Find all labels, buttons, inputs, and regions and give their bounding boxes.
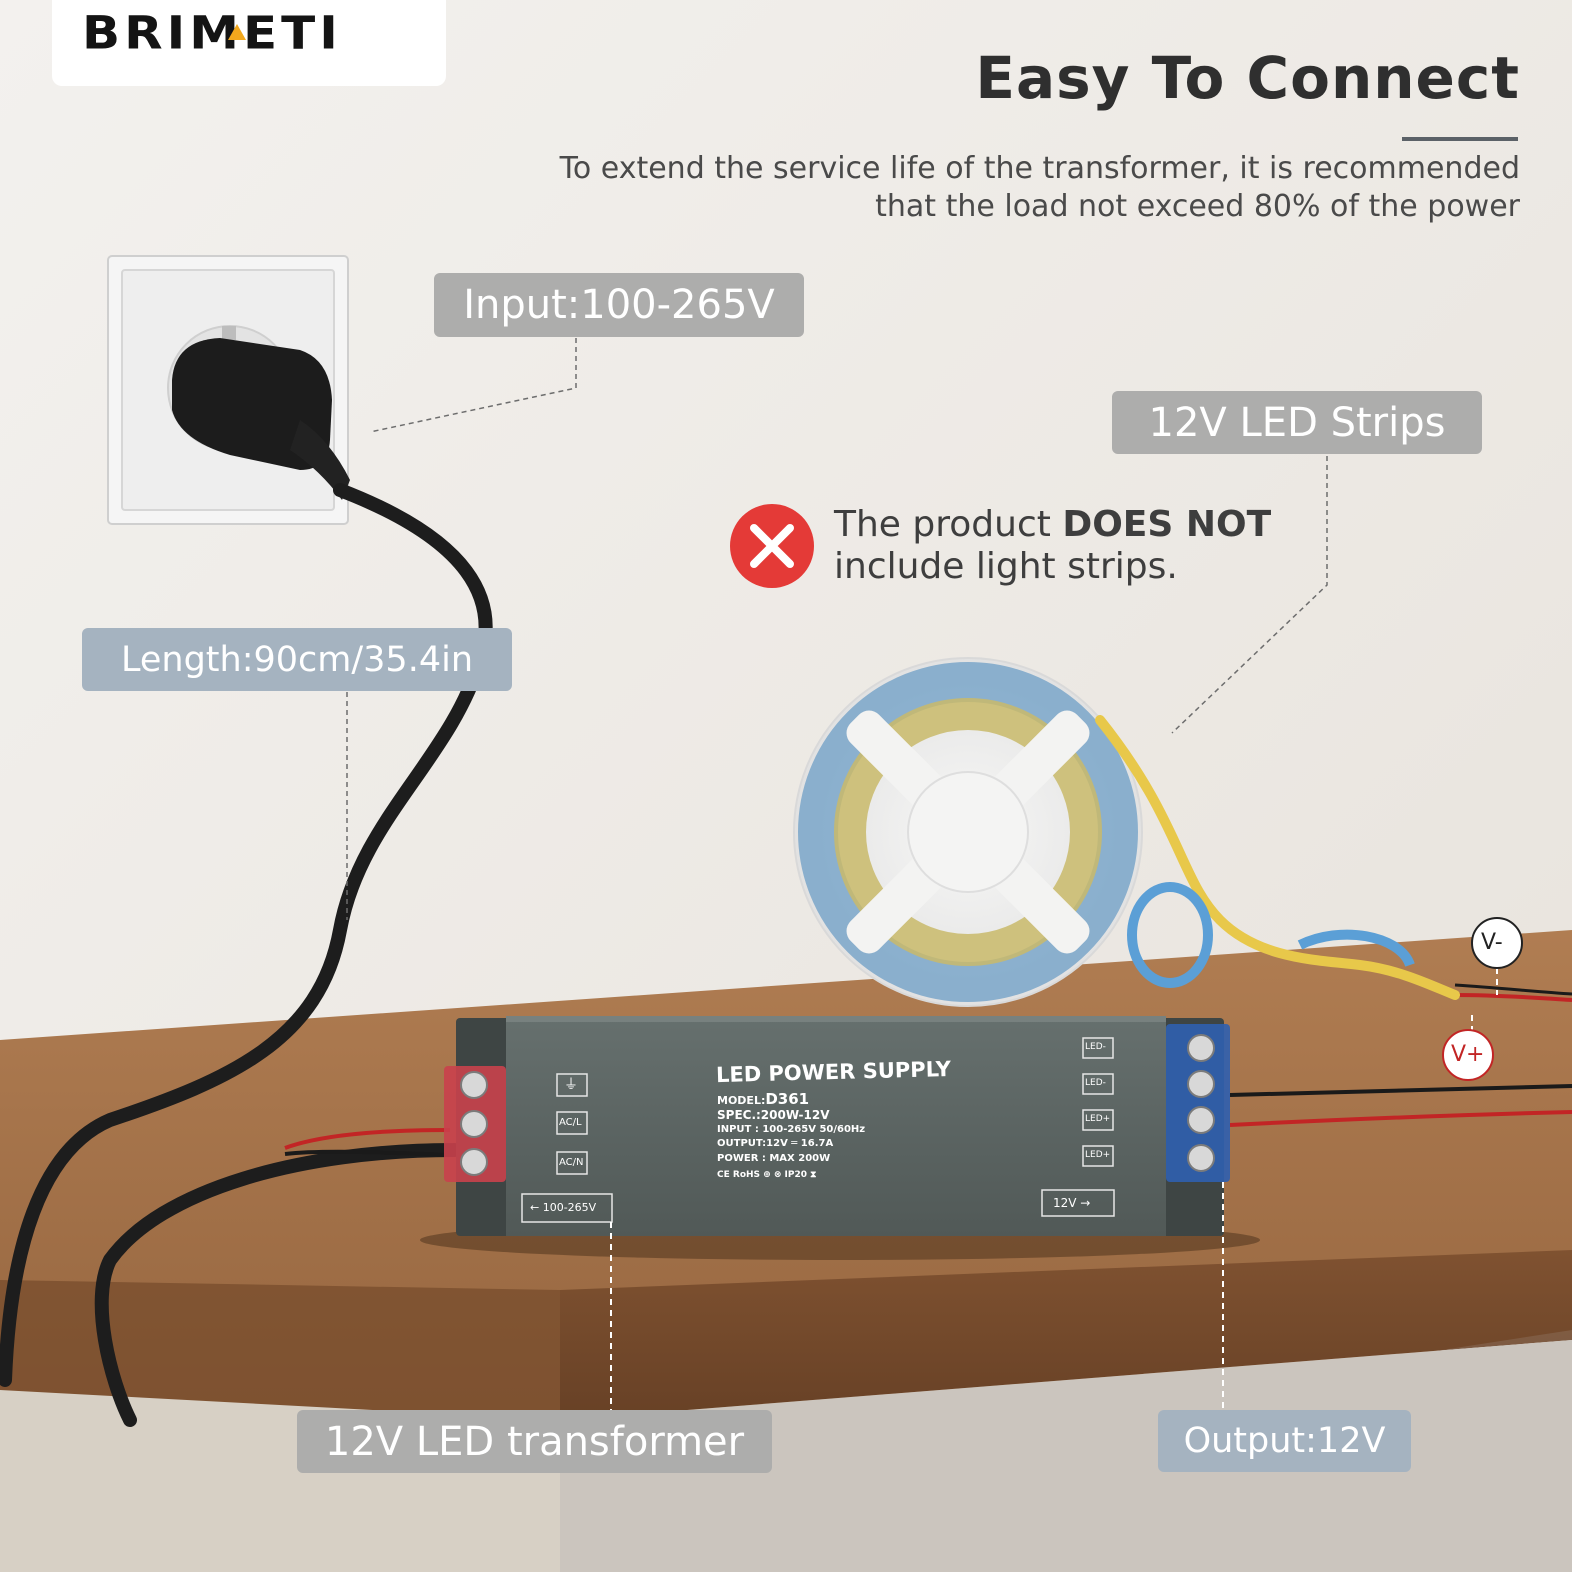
led-minus-label-1: LED- [1085,1042,1106,1052]
subtitle-line-1: To extend the service life of the transf… [559,151,1520,186]
strip-loop [1127,882,1213,988]
input-cord [94,1143,462,1427]
input-range-label: ← 100-265V [530,1201,597,1214]
v-minus-marker [1471,917,1523,969]
cable-length-tag: Length:90cm/35.4in [82,628,512,691]
not-included-notice: The product DOES NOT include light strip… [834,504,1394,588]
power-supply-certifications: CE RoHS ⊕ ⊗ IP20 ⧗ [717,1170,817,1180]
socket-ground-clip [222,326,236,340]
strip-backing [1297,929,1415,968]
power-plug [172,338,332,470]
output-wire-black [1229,1084,1572,1097]
output-voltage-tag: Output:12V [1158,1410,1411,1472]
input-voltage-tag: Input:100-265V [434,273,804,337]
power-supply-spec: SPEC.:200W-12V [717,1108,830,1122]
strip-wire-black [1454,983,1572,996]
table-edge [560,1250,1572,1420]
power-supply-input-spec: INPUT : 100-265V 50/60Hz [717,1124,866,1135]
acn-terminal-label: AC/N [559,1157,584,1168]
brand-logo-panel: BRIMETI [52,0,446,86]
led-plus-label-2: LED+ [1085,1150,1111,1160]
power-supply-output-spec: OUTPUT:12V ═ 16.7A [717,1138,834,1149]
callout-leader-lines-light [610,968,1498,1410]
subtitle-line-2: that the load not exceed 80% of the powe… [875,189,1520,224]
led-strips-tag: 12V LED Strips [1112,391,1482,454]
led-minus-label-2: LED- [1085,1078,1106,1088]
brand-logo: BRIMETI [82,6,342,60]
reel-coil-inner [834,698,1102,966]
red-x-icon-cross [750,524,794,568]
power-supply-model: MODEL:D361 [717,1090,809,1108]
v-plus-label: V+ [1451,1042,1485,1067]
logo-accent-icon [228,24,246,40]
floor-shadow [560,1340,1572,1572]
input-terminal-screws [460,1071,488,1176]
power-supply-case [506,1016,1166,1236]
plug-strain-relief [290,420,350,500]
reel-hub [907,771,1029,893]
notice-line-2: include light strips. [834,546,1178,587]
notice-prefix: The product [834,504,1063,545]
notice-emphasis: DOES NOT [1062,504,1272,545]
callout-leader-lines [346,338,1328,920]
terminal-label-boxes [521,1037,1115,1223]
output-terminal-screws [1187,1034,1215,1172]
page-subtitle: To extend the service life of the transf… [420,150,1520,226]
table-side [0,1280,560,1420]
input-wire-black [284,1149,451,1157]
page-title: Easy To Connect [975,44,1520,112]
model-label: MODEL: [717,1094,766,1107]
led-plus-label-1: LED+ [1085,1114,1111,1124]
power-cord [0,483,493,1387]
title-underline [1402,137,1518,141]
case-highlight [506,1016,1166,1022]
v-plus-marker [1442,1029,1494,1081]
power-supply-power-spec: POWER : MAX 200W [717,1153,831,1164]
acl-terminal-label: AC/L [559,1117,582,1128]
ground-terminal-label: ⏚ [564,1077,578,1093]
output-wire-red [1229,1110,1572,1127]
strip-wire-red [1454,993,1572,1002]
reel-coil-outer [798,662,1138,1002]
output-terminal-block [1166,1024,1230,1182]
v-minus-label: V- [1481,930,1503,955]
model-number: D361 [765,1090,810,1108]
input-wire-red [284,1128,451,1150]
loose-led-strip [1095,715,1460,1000]
output-voltage-label: 12V → [1053,1196,1091,1210]
transformer-tag: 12V LED transformer [297,1410,772,1473]
